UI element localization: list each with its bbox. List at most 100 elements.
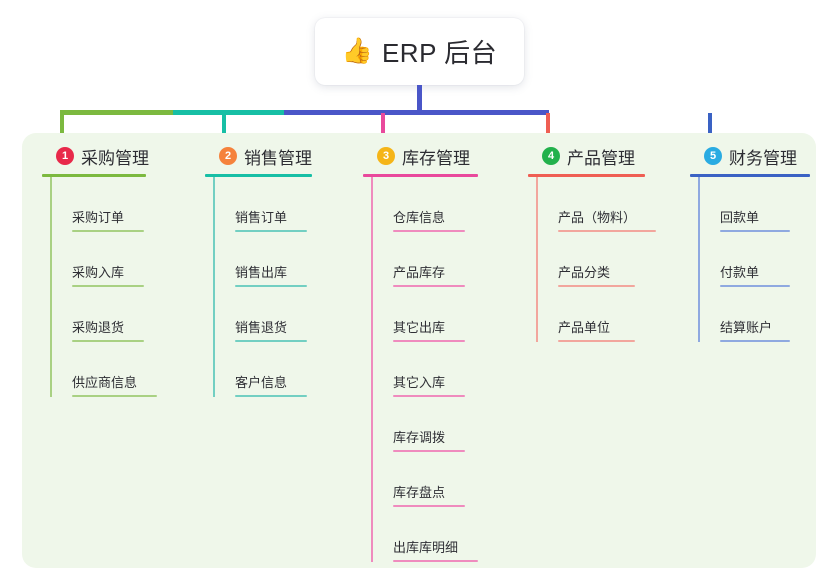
branch-item-label: 仓库信息	[393, 210, 446, 225]
branch-title: 库存管理	[402, 148, 470, 168]
branch-title: 财务管理	[729, 148, 797, 168]
branch-item[interactable]: 销售出库	[213, 232, 312, 287]
branch-item-label: 采购订单	[72, 210, 125, 225]
branch-item[interactable]: 销售订单	[213, 177, 312, 232]
branch-column-财务管理: 5 财务管理回款单付款单结算账户	[690, 143, 810, 342]
branch-item[interactable]: 库存调拨	[371, 397, 478, 452]
branch-item[interactable]: 供应商信息	[50, 342, 157, 397]
branch-item-list: 销售订单销售出库销售退货客户信息	[205, 177, 312, 397]
branch-item-underline	[72, 395, 157, 397]
branch-number-badge: 4	[542, 147, 560, 165]
branch-item-underline	[393, 505, 465, 507]
branch-header-underline	[363, 174, 478, 177]
branch-item-underline	[558, 230, 656, 232]
root-node-title: ERP 后台	[381, 38, 498, 68]
branch-item-underline	[235, 340, 307, 342]
branch-item-underline	[720, 230, 790, 232]
branch-item[interactable]: 出库库明细	[371, 507, 478, 562]
branch-item-underline	[393, 230, 465, 232]
branch-spine	[536, 177, 538, 342]
branch-title: 产品管理	[567, 148, 635, 168]
branch-number-badge: 5	[704, 147, 722, 165]
branch-item[interactable]: 仓库信息	[371, 177, 478, 232]
branch-item-label: 产品单位	[558, 320, 611, 335]
branch-item-label: 付款单	[720, 265, 760, 280]
branch-item-label: 出库库明细	[393, 540, 459, 555]
branch-item[interactable]: 采购订单	[50, 177, 157, 232]
branch-item-label: 采购入库	[72, 265, 125, 280]
branch-item-underline	[235, 395, 307, 397]
branch-item-underline	[720, 285, 790, 287]
branch-item-label: 销售出库	[235, 265, 288, 280]
drop-connector-5	[708, 113, 712, 143]
branch-item-label: 库存调拨	[393, 430, 446, 445]
branch-item-label: 销售退货	[235, 320, 288, 335]
branch-column-销售管理: 2 销售管理销售订单销售出库销售退货客户信息	[205, 143, 312, 397]
branch-item-label: 客户信息	[235, 375, 288, 390]
diagram-panel	[22, 133, 816, 568]
branch-header-underline	[528, 174, 645, 177]
root-trunk-connector	[417, 85, 422, 115]
branch-item[interactable]: 库存盘点	[371, 452, 478, 507]
branch-item-underline	[72, 340, 144, 342]
branch-header-underline	[42, 174, 146, 177]
branch-item[interactable]: 采购入库	[50, 232, 157, 287]
drop-connector-1	[60, 113, 64, 143]
branch-column-库存管理: 3 库存管理仓库信息产品库存其它出库其它入库库存调拨库存盘点出库库明细	[363, 143, 478, 562]
branch-item-list: 产品（物料） 产品分类产品单位	[528, 177, 656, 342]
branch-spine	[50, 177, 52, 397]
branch-item-label: 其它出库	[393, 320, 446, 335]
branch-header-财务管理[interactable]: 5 财务管理	[690, 143, 810, 169]
branch-number-badge: 2	[219, 147, 237, 165]
branch-item-list: 仓库信息产品库存其它出库其它入库库存调拨库存盘点出库库明细	[363, 177, 478, 562]
branch-item-label: 产品分类	[558, 265, 611, 280]
branch-item-underline	[393, 340, 465, 342]
branch-item-underline	[393, 395, 465, 397]
branch-header-销售管理[interactable]: 2 销售管理	[205, 143, 312, 169]
branch-item[interactable]: 其它入库	[371, 342, 478, 397]
branch-item[interactable]: 产品单位	[536, 287, 656, 342]
branch-item-label: 库存盘点	[393, 485, 446, 500]
drop-connector-3	[381, 113, 385, 143]
branch-spine	[698, 177, 700, 342]
branch-item-underline	[558, 285, 635, 287]
drop-connector-2	[222, 113, 226, 143]
thumbs-up-icon: 👍	[341, 37, 373, 65]
branch-item[interactable]: 产品（物料）	[536, 177, 656, 232]
branch-item[interactable]: 结算账户	[698, 287, 810, 342]
branch-item[interactable]: 产品分类	[536, 232, 656, 287]
branch-item-underline	[720, 340, 790, 342]
branch-item-underline	[393, 285, 465, 287]
branch-header-underline	[690, 174, 810, 177]
branch-item-underline	[72, 285, 144, 287]
branch-item[interactable]: 采购退货	[50, 287, 157, 342]
branch-item[interactable]: 客户信息	[213, 342, 312, 397]
branch-item-label: 其它入库	[393, 375, 446, 390]
connector-segment-3	[284, 110, 549, 115]
branch-number-badge: 1	[56, 147, 74, 165]
branch-item-label: 销售订单	[235, 210, 288, 225]
branch-item-underline	[235, 285, 307, 287]
branch-item[interactable]: 付款单	[698, 232, 810, 287]
drop-connector-4	[546, 113, 550, 143]
branch-title: 销售管理	[244, 148, 312, 168]
root-node-content: 👍 ERP 后台	[342, 33, 497, 70]
branch-item[interactable]: 其它出库	[371, 287, 478, 342]
branch-number-badge: 3	[377, 147, 395, 165]
branch-item-underline	[72, 230, 144, 232]
branch-item[interactable]: 回款单	[698, 177, 810, 232]
branch-spine	[371, 177, 373, 562]
branch-header-库存管理[interactable]: 3 库存管理	[363, 143, 478, 169]
branch-spine	[213, 177, 215, 397]
branch-header-产品管理[interactable]: 4 产品管理	[528, 143, 656, 169]
root-node-card[interactable]: 👍 ERP 后台	[315, 18, 524, 85]
branch-item[interactable]: 销售退货	[213, 287, 312, 342]
branch-item-underline	[235, 230, 307, 232]
branch-header-underline	[205, 174, 312, 177]
branch-item-underline	[558, 340, 635, 342]
branch-item-label: 结算账户	[720, 320, 773, 335]
connector-segment-2	[173, 110, 284, 115]
branch-item[interactable]: 产品库存	[371, 232, 478, 287]
